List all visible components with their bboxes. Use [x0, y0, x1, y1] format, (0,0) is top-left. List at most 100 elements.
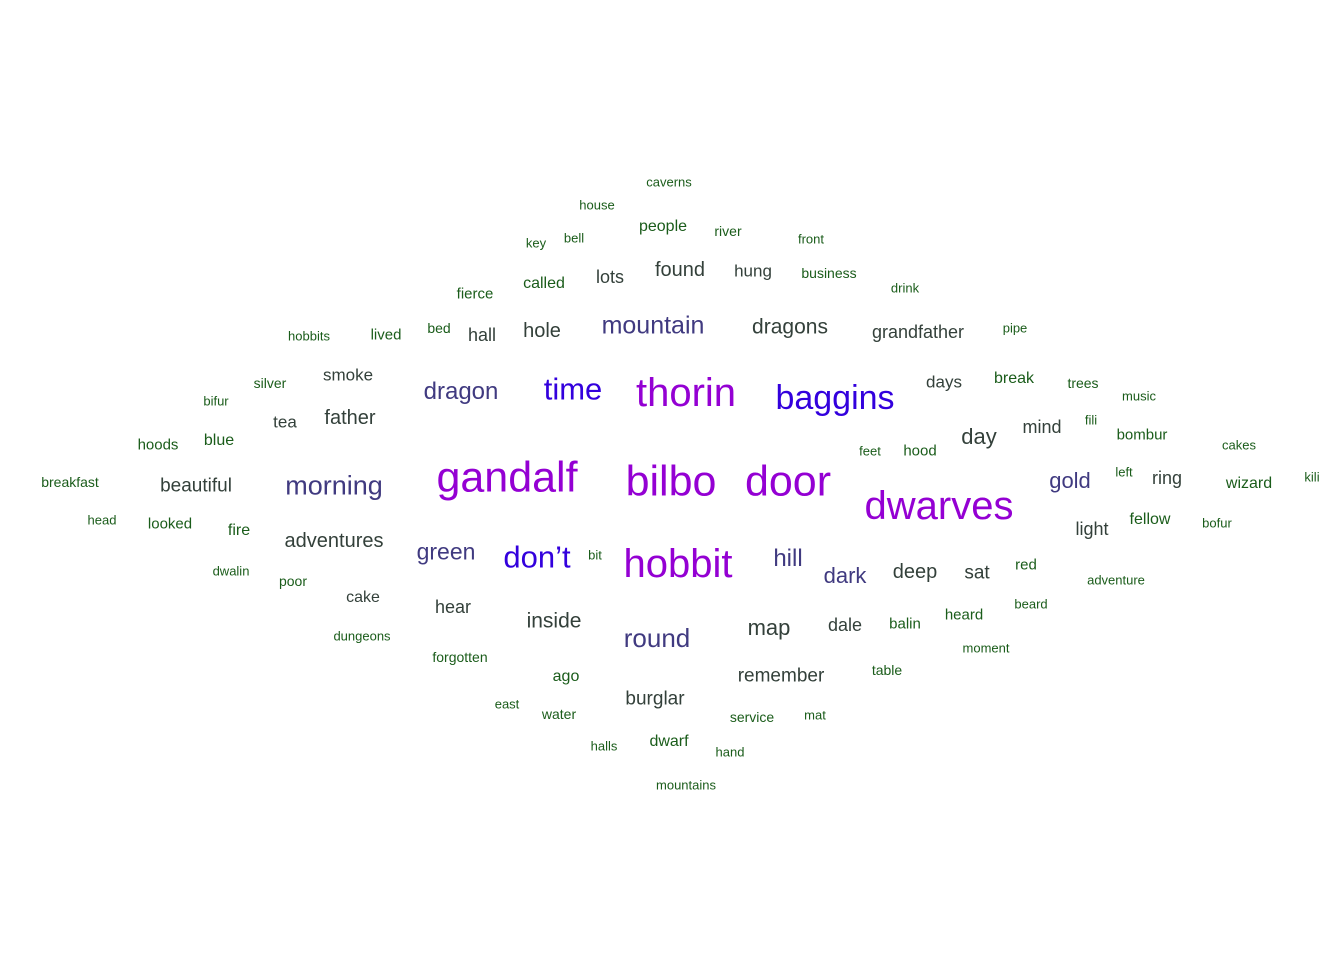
word-2: door [744, 457, 832, 506]
word-75: dungeons [333, 628, 391, 644]
word-68: service [729, 709, 775, 725]
word-23: hole [523, 320, 561, 342]
word-6: baggins [775, 379, 895, 417]
word-46: fire [227, 522, 251, 539]
word-72: hobbits [288, 328, 330, 344]
word-26: beautiful [160, 475, 232, 497]
word-69: table [871, 662, 903, 678]
word-67: trees [1067, 375, 1099, 391]
word-9: mountain [601, 311, 705, 340]
word-87: pipe [1002, 320, 1028, 336]
word-90: bell [563, 230, 585, 246]
word-41: days [926, 372, 962, 392]
word-8: don’t [503, 539, 571, 575]
word-60: heard [944, 606, 984, 624]
word-16: hill [773, 545, 803, 572]
word-32: sat [964, 562, 990, 584]
word-25: father [324, 407, 376, 429]
word-76: moment [962, 640, 1010, 656]
word-77: adventure [1087, 572, 1145, 588]
word-28: burglar [625, 688, 685, 710]
word-39: hall [467, 325, 497, 345]
word-88: music [1122, 388, 1156, 404]
word-11: morning [285, 470, 383, 501]
word-80: bofur [1202, 515, 1232, 531]
word-15: dark [823, 563, 867, 588]
word-14: gold [1049, 468, 1091, 493]
word-79: cakes [1222, 437, 1256, 453]
word-42: cake [346, 589, 380, 606]
word-86: drink [890, 280, 920, 296]
word-36: smoke [322, 365, 374, 385]
word-54: balin [889, 615, 921, 633]
word-3: hobbit [623, 542, 733, 586]
word-29: grandfather [871, 322, 965, 342]
word-83: house [579, 197, 615, 213]
word-48: wizard [1225, 475, 1273, 492]
word-61: water [541, 706, 577, 722]
word-12: round [623, 623, 691, 653]
word-17: dragons [752, 315, 828, 339]
word-62: business [801, 265, 857, 281]
word-20: deep [892, 561, 938, 583]
word-64: silver [253, 375, 287, 391]
word-27: remember [737, 665, 825, 687]
word-73: feet [859, 443, 881, 459]
word-30: hear [434, 597, 472, 617]
word-59: hood [903, 442, 937, 460]
word-63: forgotten [432, 649, 488, 665]
word-70: river [714, 223, 742, 239]
word-92: fili [1084, 412, 1098, 428]
word-31: dale [827, 615, 863, 635]
word-47: break [993, 370, 1035, 387]
word-56: hoods [137, 436, 179, 454]
word-81: dwalin [212, 563, 250, 579]
word-50: bombur [1116, 426, 1168, 444]
word-58: lived [370, 326, 402, 344]
word-82: mountains [656, 777, 716, 793]
word-0: gandalf [436, 453, 578, 502]
word-84: caverns [646, 174, 692, 190]
word-52: dwarf [649, 733, 689, 750]
word-43: called [523, 275, 565, 292]
word-71: bed [427, 320, 451, 336]
word-66: red [1015, 556, 1037, 574]
word-53: looked [147, 515, 193, 533]
word-94: kili [1304, 469, 1320, 485]
word-78: beard [1014, 596, 1048, 612]
word-91: bifur [203, 393, 229, 409]
word-51: ago [552, 668, 580, 685]
word-96: east [494, 696, 520, 712]
word-21: adventures [284, 530, 384, 552]
word-1: bilbo [625, 457, 717, 506]
word-99: mat [804, 707, 826, 723]
word-95: bit [588, 547, 602, 563]
word-57: fierce [456, 285, 494, 303]
word-10: dragon [423, 378, 499, 405]
word-44: people [638, 218, 688, 235]
word-93: left [1115, 464, 1133, 480]
word-45: blue [203, 432, 235, 449]
word-34: light [1075, 519, 1109, 539]
word-97: halls [590, 738, 618, 754]
word-4: thorin [635, 371, 737, 415]
word-33: mind [1022, 417, 1062, 437]
word-65: poor [278, 573, 308, 589]
word-7: time [543, 371, 603, 407]
word-5: dwarves [864, 484, 1014, 528]
word-35: ring [1151, 468, 1183, 488]
word-85: front [797, 231, 825, 247]
word-37: lots [595, 267, 625, 287]
word-89: key [525, 235, 547, 251]
word-98: hand [715, 744, 745, 760]
word-13: green [416, 538, 476, 565]
word-49: fellow [1129, 511, 1171, 528]
word-18: day [961, 424, 997, 449]
word-38: hung [734, 261, 772, 281]
word-74: head [87, 512, 117, 528]
word-40: tea [273, 412, 297, 432]
word-19: map [747, 615, 791, 640]
word-24: found [654, 259, 706, 281]
word-55: breakfast [41, 474, 99, 490]
